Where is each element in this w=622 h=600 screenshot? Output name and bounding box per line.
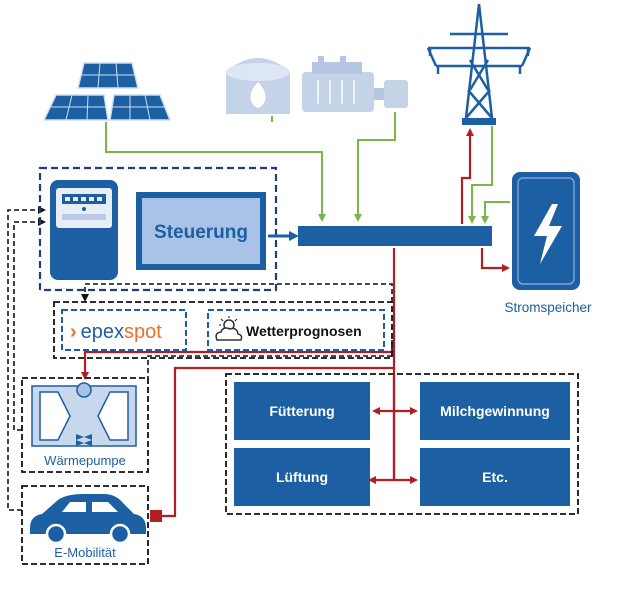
- weather-label: Wetterprognosen: [246, 323, 362, 339]
- signal-lines: [7, 206, 393, 511]
- consumer-label: Lüftung: [276, 469, 328, 485]
- cloud-sun-icon: [215, 316, 243, 341]
- lightning-icon: [534, 204, 562, 264]
- consumer-box: [420, 448, 570, 506]
- electricity-meter-icon: [50, 180, 118, 280]
- consumer-label: Fütterung: [269, 403, 334, 419]
- generator-icon: [302, 56, 408, 112]
- storage-battery-icon: [512, 172, 580, 290]
- controller-label: Steuerung: [154, 222, 248, 243]
- heatpump-label: Wärmepumpe: [44, 453, 126, 468]
- main-power-bus: [298, 226, 492, 246]
- data-sources-frame: [53, 301, 393, 359]
- heat-exchanger-icon: [31, 382, 137, 447]
- market-brand: ›epexspot: [70, 321, 162, 343]
- charging-plug: [150, 510, 162, 522]
- heatpump-frame: [21, 377, 149, 473]
- control-group-frame: [38, 166, 278, 292]
- consumer-label: Milchgewinnung: [440, 403, 550, 419]
- solar-panel-icon: [42, 62, 172, 121]
- storage-label: Stromspeicher: [504, 300, 592, 315]
- market-chevron: ›: [70, 321, 77, 343]
- market-box: [61, 309, 187, 351]
- emobility-frame: [21, 485, 149, 565]
- car-icon: [30, 494, 146, 545]
- power-pylon-icon: [426, 3, 532, 125]
- consumer-box: [234, 382, 370, 440]
- market-suffix: spot: [124, 321, 162, 343]
- market-prefix: epex: [81, 321, 124, 343]
- consumers-frame: [225, 373, 579, 515]
- consumer-box: [420, 382, 570, 440]
- emobility-label: E-Mobilität: [54, 545, 116, 560]
- controller-inner: [142, 198, 260, 264]
- consumer-box: [234, 448, 370, 506]
- generation-lines: [105, 112, 510, 224]
- consumer-label: Etc.: [482, 469, 508, 485]
- biogas-plant-icon: [226, 58, 290, 114]
